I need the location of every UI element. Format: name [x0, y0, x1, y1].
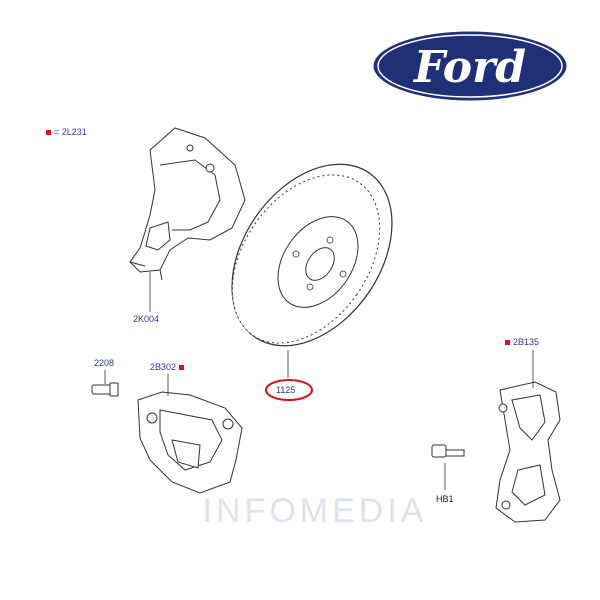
bleed-screw-drawing	[91, 382, 119, 397]
shield-reference-label: = 2L231	[46, 127, 87, 138]
watermark: INFOMEDIA	[203, 492, 428, 530]
disc-callout-text: 1125	[276, 385, 296, 395]
anchor-plate-callout[interactable]: 2B135	[505, 337, 539, 348]
svg-text:Ford: Ford	[412, 42, 526, 93]
brake-disc-drawing	[231, 163, 393, 347]
bleed-screw-callout[interactable]: 2208	[94, 358, 114, 369]
shield-ref-text: = 2L231	[54, 127, 87, 137]
bolt-drawing	[431, 444, 465, 458]
bleed-screw-callout-text: 2208	[94, 358, 115, 368]
bolt-callout-text: HB1	[436, 494, 454, 504]
shield-callout-text: 2K004	[133, 314, 160, 324]
caliper-callout-text: 2B302	[150, 362, 177, 372]
disc-callout[interactable]: 1125	[276, 385, 295, 396]
caliper-callout[interactable]: 2B302	[150, 362, 185, 373]
caliper-drawing	[137, 391, 243, 494]
shield-callout[interactable]: 2K004	[133, 314, 159, 325]
anchor-plate-drawing	[495, 381, 561, 523]
disc-highlight-ring	[265, 379, 313, 401]
red-marker-icon	[179, 364, 185, 370]
splash-shield-drawing	[129, 127, 246, 281]
red-marker-icon	[505, 339, 510, 345]
anchor-plate-callout-text: 2B135	[513, 337, 540, 347]
ford-logo: Ford	[370, 28, 570, 104]
red-marker-icon	[46, 129, 51, 135]
bolt-callout[interactable]: HB1	[436, 494, 454, 505]
